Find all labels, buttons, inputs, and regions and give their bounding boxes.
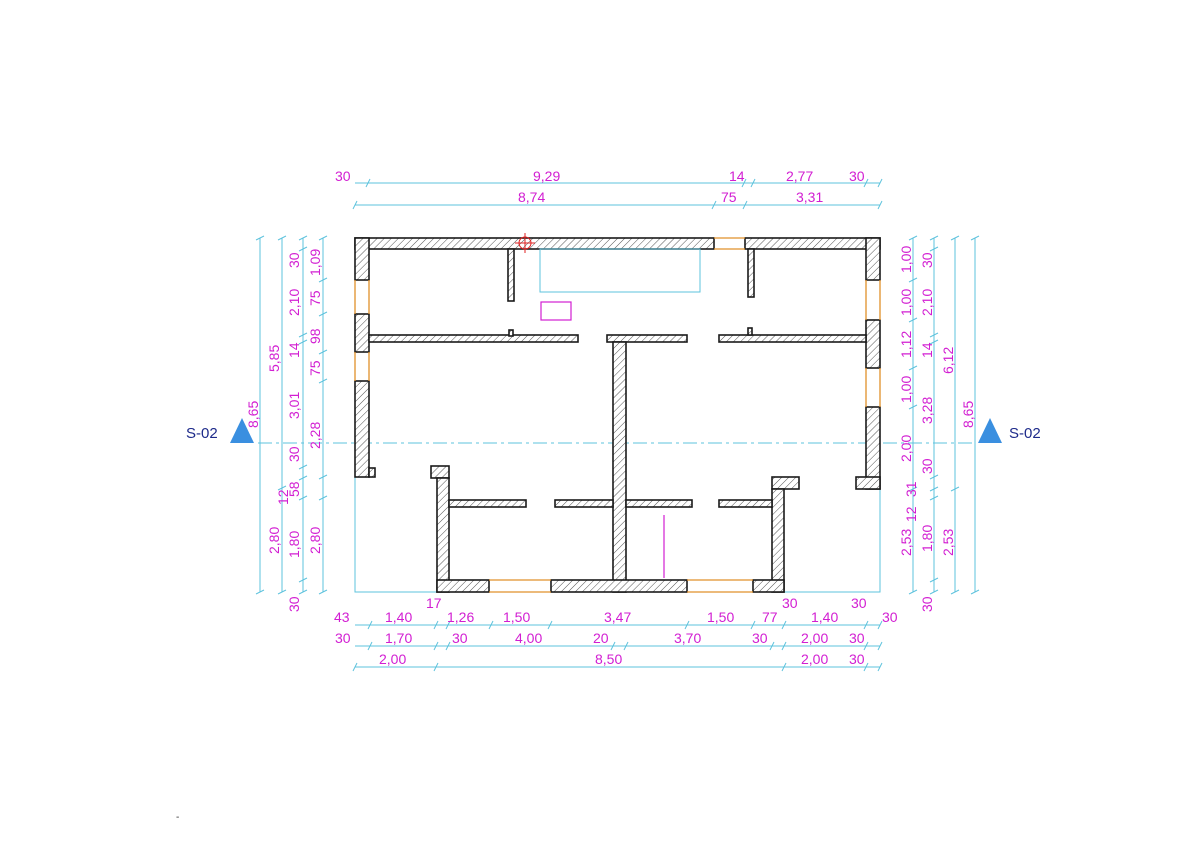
right-dimension-col-1: 1,00 1,00 1,12 1,00 2,00 2,53: [898, 246, 914, 556]
openings: [354, 237, 881, 593]
left-dimension-col-3: 30 2,10 14 3,01 30 12 1,80 30: [275, 252, 302, 612]
dim-label: 75: [307, 360, 323, 376]
dim-label: 30: [286, 596, 302, 612]
dim-label: 1,50: [707, 609, 734, 625]
dim-label: 17: [426, 595, 442, 611]
section-marker-right-icon[interactable]: [978, 418, 1002, 443]
bottom-dimension-row-2: 30 1,70 30 4,00 20 3,70 30 2,00 30: [335, 630, 865, 646]
dim-label: 2,10: [286, 289, 302, 316]
dim-label: 30: [286, 252, 302, 268]
top-dimension-lines: [352, 178, 883, 210]
dim-label: 30: [452, 630, 468, 646]
dim-label: 1,70: [385, 630, 412, 646]
dim-label: 4,00: [515, 630, 542, 646]
dim-label: 5,85: [266, 345, 282, 372]
dim-label: 12: [275, 489, 291, 505]
dim-label: 1,40: [811, 609, 838, 625]
bottom-dimension-lines: [352, 620, 883, 672]
dim-label: 30: [919, 252, 935, 268]
dim-label: 8,65: [245, 401, 261, 428]
fixture-rectangle: [540, 301, 572, 321]
dim-label: 1,40: [385, 609, 412, 625]
dim-label: 2,00: [801, 651, 828, 667]
dim-label: 9,29: [533, 168, 560, 184]
dim-label: 1,09: [307, 249, 323, 276]
dim-label: 8,50: [595, 651, 622, 667]
dim-label: 30: [919, 458, 935, 474]
dim-label: 30: [851, 595, 867, 611]
dim-label: 2,00: [898, 435, 914, 462]
dim-label: 31: [903, 481, 919, 497]
dim-label: 2,00: [379, 651, 406, 667]
top-dimension-row-2: 8,74 75 3,31: [518, 189, 823, 205]
dim-label: 3,47: [604, 609, 631, 625]
dim-label: 1,12: [898, 331, 914, 358]
dim-label: 3,31: [796, 189, 823, 205]
dim-label: 8,74: [518, 189, 545, 205]
dim-label: 30: [849, 168, 865, 184]
right-dimension-lines: [908, 235, 980, 595]
section-label-left: S-02: [186, 425, 218, 442]
dim-label: 30: [882, 609, 898, 625]
bottom-dimension-row-3: 2,00 8,50 2,00 30: [379, 651, 865, 667]
dim-label: 14: [729, 168, 745, 184]
top-dimension-row-1: 30 9,29 14 2,77 30: [335, 168, 865, 184]
dim-label: 1,00: [898, 289, 914, 316]
dim-label: 75: [307, 290, 323, 306]
dim-label: 30: [782, 595, 798, 611]
dim-label: 2,10: [919, 289, 935, 316]
dim-label: 2,80: [266, 527, 282, 554]
dim-label: 2,80: [307, 527, 323, 554]
counter-outline: [539, 248, 701, 293]
dim-label: 30: [335, 168, 351, 184]
dim-label: 1,00: [898, 376, 914, 403]
dim-label: 75: [721, 189, 737, 205]
dim-label: 30: [919, 596, 935, 612]
dim-label: 30: [849, 651, 865, 667]
dim-label: 2,77: [786, 168, 813, 184]
right-dimension-col-3: 6,12 2,53: [940, 347, 956, 556]
dim-label: 77: [762, 609, 778, 625]
left-dimension-col-4: 1,09 75 98 75 2,28 58 2,80: [286, 249, 323, 554]
dim-label: 20: [593, 630, 609, 646]
crosshair-icon[interactable]: [515, 233, 535, 253]
left-dimension-lines: [255, 235, 328, 595]
dim-label: 3,28: [919, 397, 935, 424]
left-dimension-col-2: 5,85 2,80: [266, 345, 282, 554]
dim-label: 1,80: [286, 531, 302, 558]
dim-label: 3,70: [674, 630, 701, 646]
dim-label: 2,28: [307, 422, 323, 449]
dim-label: 30: [752, 630, 768, 646]
walls: [354, 237, 881, 593]
dim-label: 30: [335, 630, 351, 646]
dim-label: 12: [903, 506, 919, 522]
left-dimension-col-1: 8,65: [245, 401, 261, 428]
right-dimension-col-2: 30 2,10 14 3,28 30 31 12 1,80 30: [903, 252, 935, 612]
bottom-dimension-row-1: 43 1,40 17 1,26 1,50 3,47 1,50 77 30 1,4…: [334, 595, 898, 625]
dim-label: 1,50: [503, 609, 530, 625]
right-dimension-col-4: 8,65: [960, 401, 976, 428]
stray-mark: -: [176, 812, 179, 823]
dim-label: 2,53: [898, 529, 914, 556]
section-label-right: S-02: [1009, 425, 1041, 442]
dim-label: 98: [307, 328, 323, 344]
dim-label: 1,26: [447, 609, 474, 625]
dim-label: 2,53: [940, 529, 956, 556]
dim-label: 43: [334, 609, 350, 625]
dim-label: 3,01: [286, 392, 302, 419]
dim-label: 8,65: [960, 401, 976, 428]
dim-label: 14: [286, 342, 302, 358]
dim-label: 14: [919, 342, 935, 358]
dim-label: 6,12: [940, 347, 956, 374]
dim-label: 58: [286, 481, 302, 497]
dim-label: 1,00: [898, 246, 914, 273]
section-marker-left-icon[interactable]: [230, 418, 254, 443]
dim-label: 1,80: [919, 525, 935, 552]
dim-label: 30: [286, 446, 302, 462]
dim-label: 30: [849, 630, 865, 646]
dim-label: 2,00: [801, 630, 828, 646]
